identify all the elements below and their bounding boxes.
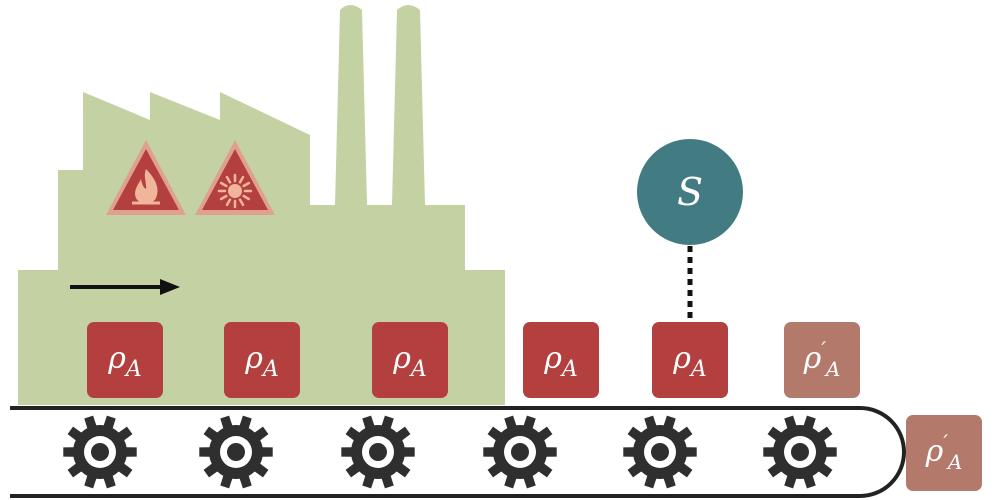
state-box: ρA — [372, 322, 448, 398]
sensor-label: S — [677, 170, 703, 214]
box-label: ρA — [244, 341, 279, 382]
sensor-node — [637, 139, 743, 245]
state-box: ρA — [652, 322, 728, 398]
conveyor-belt — [10, 406, 906, 498]
gear-icon — [483, 415, 557, 489]
box-label: ρ′A — [925, 430, 963, 474]
output-state-box: ρ′A — [906, 415, 982, 491]
state-box: ρA — [87, 322, 163, 398]
gear-icon — [63, 415, 137, 489]
state-box: ρ′A — [784, 322, 860, 398]
box-label: ρA — [392, 341, 427, 382]
conveyor-gears — [63, 415, 837, 489]
state-boxes: ρA ρA ρA ρA ρA ρ′A — [87, 322, 860, 398]
box-label: ρ′A — [803, 337, 841, 381]
light-radiation-warning-icon — [195, 140, 275, 215]
state-box: ρA — [224, 322, 300, 398]
state-box: ρA — [523, 322, 599, 398]
box-label: ρA — [672, 341, 707, 382]
box-label: ρA — [107, 341, 142, 382]
gear-icon — [341, 415, 415, 489]
gear-icon — [623, 415, 697, 489]
gear-icon — [199, 415, 273, 489]
box-label: ρA — [543, 341, 578, 382]
right-arrow-icon — [70, 279, 180, 295]
gear-icon — [763, 415, 837, 489]
flammable-warning-icon — [106, 140, 186, 215]
